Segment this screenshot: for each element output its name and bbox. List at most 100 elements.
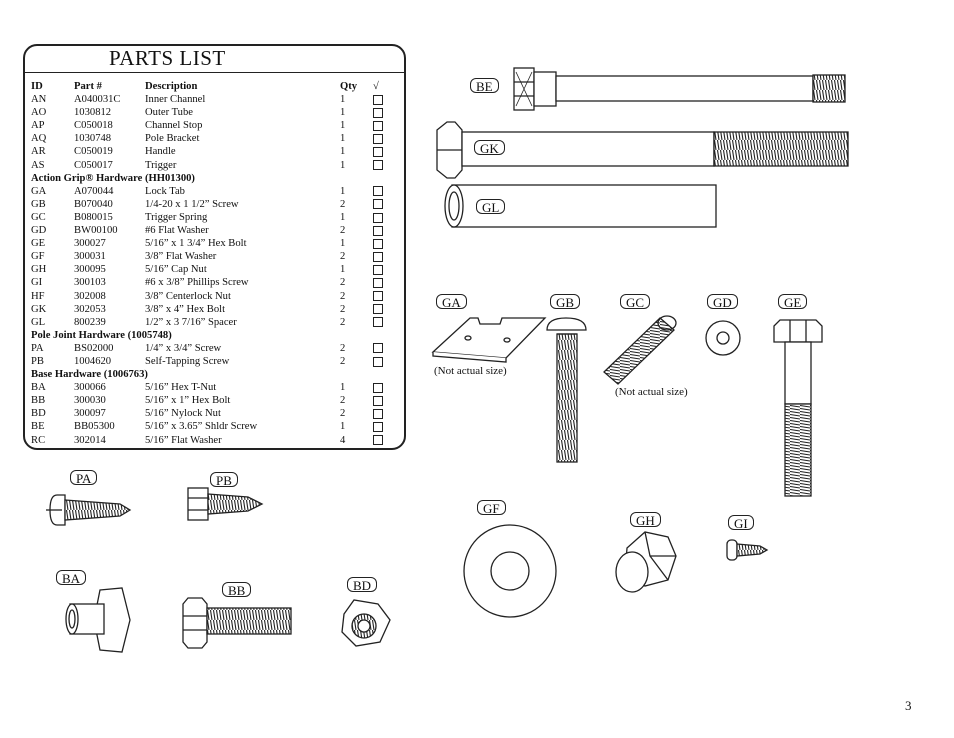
- tag-bb: BB: [222, 582, 252, 598]
- tag-gf: GF: [477, 500, 506, 516]
- check-box[interactable]: [373, 107, 383, 118]
- check-box[interactable]: [373, 160, 383, 171]
- tag-bd: BD: [347, 577, 378, 593]
- part-number: BW00100: [74, 225, 118, 237]
- part-id: PA: [31, 342, 44, 354]
- check-box[interactable]: [373, 238, 383, 249]
- gi-phillips-screw-drawing: [726, 539, 769, 561]
- page-number: 3: [905, 698, 912, 713]
- part-number: 302008: [74, 290, 106, 302]
- part-description: 5/16” Flat Washer: [145, 434, 222, 446]
- check-box[interactable]: [373, 422, 383, 432]
- check-cell: [373, 145, 393, 158]
- part-number: 302014: [74, 434, 106, 446]
- part-qty: 1: [340, 185, 346, 197]
- check-cell: [373, 303, 393, 316]
- check-cell: [373, 106, 393, 119]
- check-box[interactable]: [373, 277, 383, 288]
- part-qty: 2: [340, 290, 346, 302]
- check-box[interactable]: [373, 94, 383, 105]
- table-header-row: ID Part # Description Qty √: [31, 80, 393, 93]
- check-box[interactable]: [373, 199, 383, 210]
- part-id: AP: [31, 120, 45, 132]
- part-qty: 2: [340, 251, 346, 263]
- check-box[interactable]: [373, 382, 383, 393]
- check-box[interactable]: [373, 435, 383, 446]
- check-box[interactable]: [373, 356, 383, 367]
- part-qty: 1: [340, 264, 346, 276]
- header-description: Description: [145, 81, 198, 92]
- check-cell: [373, 132, 393, 145]
- tag-gi: GI: [728, 515, 754, 531]
- parts-list-title: PARTS LIST: [109, 46, 226, 70]
- check-box[interactable]: [373, 147, 383, 158]
- part-id: GC: [31, 211, 46, 223]
- check-box[interactable]: [373, 291, 383, 302]
- part-id: GL: [31, 316, 46, 328]
- check-box[interactable]: [373, 212, 383, 223]
- part-id: GF: [31, 251, 45, 263]
- check-cell: [373, 342, 393, 355]
- check-box[interactable]: [373, 395, 383, 406]
- bd-nylock-nut-drawing: [341, 599, 391, 647]
- part-qty: 2: [340, 355, 346, 367]
- part-description: #6 Flat Washer: [145, 225, 209, 237]
- part-number: 1030812: [74, 107, 112, 119]
- part-id: PB: [31, 355, 44, 367]
- check-box[interactable]: [373, 408, 383, 419]
- part-qty: 1: [340, 120, 346, 132]
- check-box[interactable]: [373, 343, 383, 354]
- part-id: GB: [31, 198, 46, 210]
- ba-t-nut-drawing: [65, 587, 131, 653]
- tag-gh: GH: [630, 512, 661, 528]
- check-cell: [373, 407, 393, 420]
- part-qty: 1: [340, 94, 346, 106]
- part-qty: 1: [340, 159, 346, 171]
- part-number: A040031C: [74, 94, 121, 106]
- check-cell: [373, 237, 393, 250]
- part-number: BS02000: [74, 342, 114, 354]
- part-number: 300031: [74, 251, 106, 263]
- check-box[interactable]: [373, 120, 383, 131]
- section-title: Base Hardware (1006763): [31, 369, 148, 381]
- gd-washer-drawing: [705, 320, 741, 356]
- check-box[interactable]: [373, 317, 383, 328]
- check-box[interactable]: [373, 304, 383, 315]
- part-number: 300027: [74, 238, 106, 250]
- section-header-row: Pole Joint Hardware (1005748): [31, 329, 393, 342]
- part-number: 800239: [74, 316, 106, 328]
- check-box[interactable]: [373, 133, 383, 144]
- part-description: Channel Stop: [145, 120, 203, 132]
- part-description: 3/8” Centerlock Nut: [145, 290, 231, 302]
- be-shoulder-screw-drawing: [513, 67, 846, 111]
- check-box[interactable]: [373, 264, 383, 275]
- check-box[interactable]: [373, 225, 383, 236]
- check-cell: [373, 355, 393, 368]
- check-box[interactable]: [373, 251, 383, 262]
- part-number: 300066: [74, 382, 106, 394]
- gh-cap-nut-drawing: [615, 531, 677, 593]
- part-number: 302053: [74, 303, 106, 315]
- part-number: 300030: [74, 395, 106, 407]
- part-description: Outer Tube: [145, 107, 193, 119]
- tag-be: BE: [470, 78, 499, 94]
- check-box[interactable]: [373, 186, 383, 197]
- check-cell: [373, 276, 393, 289]
- part-qty: 1: [340, 382, 346, 394]
- part-number: B080015: [74, 211, 113, 223]
- tag-ba: BA: [56, 570, 87, 586]
- ge-hex-bolt-drawing: [773, 319, 823, 497]
